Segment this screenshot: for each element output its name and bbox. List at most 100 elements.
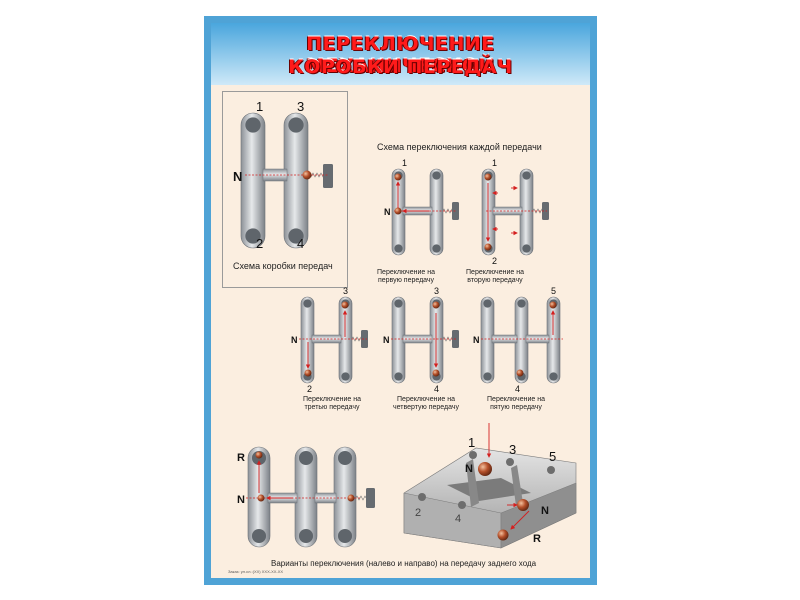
fifth-label-4: 4	[515, 384, 521, 394]
second-spring	[532, 208, 544, 214]
fourth-label-4: 4	[434, 384, 440, 394]
reverse-r-label: R	[237, 452, 245, 464]
model-slot-left	[466, 459, 479, 507]
third-caption-line-2: третью передачу	[304, 404, 360, 411]
model-hole-1	[469, 451, 477, 459]
gearbox-right-bar-bottom-bolt	[288, 228, 304, 244]
model-arrow-diag	[510, 510, 530, 530]
first-ball-neutral	[394, 207, 402, 215]
first-spring	[442, 208, 454, 214]
fifth-right-bar-bottom-bolt	[549, 372, 558, 381]
third-caption: Переключение на третью передачу	[297, 396, 367, 412]
model-label-1: 1	[468, 435, 476, 450]
gearbox-left-bar-bottom-bolt	[245, 228, 261, 244]
title-line-2: КОРОБКИ ПЕРЕДАЧ	[288, 56, 513, 78]
fifth-label-5: 5	[551, 286, 557, 296]
gearbox-neutral-label: N	[233, 169, 243, 184]
gearbox-knob	[323, 164, 333, 188]
fourth-ball-bottom	[432, 369, 440, 377]
model-ball-a	[478, 462, 492, 476]
fourth-label-3: 3	[434, 286, 440, 296]
reverse-middle-bar-bottom-bolt	[298, 528, 314, 544]
third-right-bar-bottom-bolt	[341, 372, 350, 381]
third-ball-top	[341, 301, 349, 309]
second-label-1: 1	[492, 158, 498, 168]
third-left-bar-top-bolt	[303, 299, 312, 308]
second-label-2: 2	[492, 256, 498, 266]
reverse-ball-neutral	[257, 494, 265, 502]
third-label-3: 3	[343, 286, 349, 296]
second-right-bar-top-bolt	[522, 171, 531, 180]
reverse-right-bar-top-bolt	[337, 450, 353, 466]
first-label-1: 1	[402, 158, 408, 168]
model-hole-3	[506, 458, 514, 466]
second-ball-bottom	[484, 243, 492, 251]
title-line-1: ПЕРЕКЛЮЧЕНИЕ МЕХАНИЧЕСКОЙ	[306, 33, 495, 77]
gearbox-right-bar-top-bolt	[288, 117, 304, 133]
fourth-left-bar-top-bolt	[394, 299, 403, 308]
fourth-caption: Переключение на четвертую передачу	[386, 396, 466, 412]
reverse-left-bar-bottom-bolt	[251, 528, 267, 544]
third-label-2: 2	[307, 384, 313, 394]
fourth-caption-line-2: четвертую передачу	[392, 404, 460, 411]
poster-frame: ПЕРЕКЛЮЧЕНИЕ МЕХАНИЧЕСКОЙ КОРОБКИ ПЕРЕДА…	[204, 16, 597, 585]
bottom-caption: Варианты переключения (налево и направо)…	[271, 559, 537, 568]
third-ball-bottom	[304, 369, 312, 377]
gearbox-caption: Схема коробки передач	[233, 261, 333, 271]
model-label-3: 3	[509, 442, 517, 457]
reverse-cross-bar-b	[314, 492, 337, 504]
third-cross-bar	[311, 334, 342, 344]
gearbox-left-bar-top-bolt	[245, 117, 261, 133]
fifth-ball-bottom	[516, 369, 524, 377]
fourth-spring	[442, 336, 454, 342]
second-caption-line-2: вторую передачу	[467, 277, 523, 284]
model-slot-right	[511, 465, 523, 506]
reverse-ball-r	[255, 451, 263, 459]
first-right-bar-bottom-bolt	[432, 244, 441, 253]
first-caption-line-1: Переключение на	[377, 269, 435, 276]
reverse-right-bar-bottom-bolt	[337, 528, 353, 544]
second-ball-top	[484, 173, 492, 181]
reverse-knob	[366, 488, 375, 508]
gearbox-label-1: 1	[256, 99, 264, 114]
model-hole-4	[458, 501, 466, 509]
reverse-neutral-label: N	[237, 494, 245, 506]
title-banner: ПЕРЕКЛЮЧЕНИЕ МЕХАНИЧЕСКОЙ КОРОБКИ ПЕРЕДА…	[211, 23, 590, 85]
model-label-4: 4	[455, 513, 462, 525]
third-caption-line-1: Переключение на	[303, 396, 361, 403]
gearbox-ball	[302, 170, 312, 180]
reverse-spring	[355, 495, 367, 501]
model-neutral-a: N	[465, 463, 473, 475]
third-neutral-label: N	[291, 335, 298, 345]
model-neutral-b: N	[541, 505, 549, 517]
gearbox-left-bar	[240, 112, 266, 249]
first-ball-top	[394, 173, 402, 181]
reverse-middle-bar-top-bolt	[298, 450, 314, 466]
model-label-5: 5	[549, 449, 557, 464]
gearbox-label-3: 3	[297, 99, 305, 114]
second-right-bar-bottom-bolt	[522, 244, 531, 253]
footnote: Заказ: ул.сл.:(ХХ) ХХХ-ХХ-ХХ	[228, 569, 284, 574]
first-caption-line-2: первую передачу	[377, 277, 435, 284]
first-neutral-label: N	[384, 207, 391, 217]
model-ball-c	[497, 529, 509, 541]
second-caption: Переключение на вторую передачу	[460, 269, 530, 285]
model-hole-5	[547, 466, 555, 474]
fifth-caption-line-2: пятую передачу	[490, 404, 542, 411]
third-knob	[361, 330, 368, 348]
model-label-2: 2	[415, 507, 422, 519]
model-ball-b	[517, 499, 529, 511]
scheme-heading: Схема переключения каждой передачи	[377, 142, 542, 152]
poster-body: ПЕРЕКЛЮЧЕНИЕ МЕХАНИЧЕСКОЙ КОРОБКИ ПЕРЕДА…	[211, 23, 590, 578]
fifth-middle-bar-top-bolt	[517, 299, 526, 308]
fifth-caption-line-1: Переключение на	[487, 396, 545, 403]
diagram-graphics	[240, 112, 577, 549]
fifth-caption: Переключение на пятую передачу	[481, 396, 551, 412]
second-caption-line-1: Переключение на	[466, 269, 524, 276]
third-spring	[351, 336, 363, 342]
fourth-neutral-label: N	[383, 335, 390, 345]
fifth-left-bar-bottom-bolt	[483, 372, 492, 381]
fifth-ball-top	[549, 301, 557, 309]
fourth-left-bar-bottom-bolt	[394, 372, 403, 381]
first-left-bar-bottom-bolt	[394, 244, 403, 253]
